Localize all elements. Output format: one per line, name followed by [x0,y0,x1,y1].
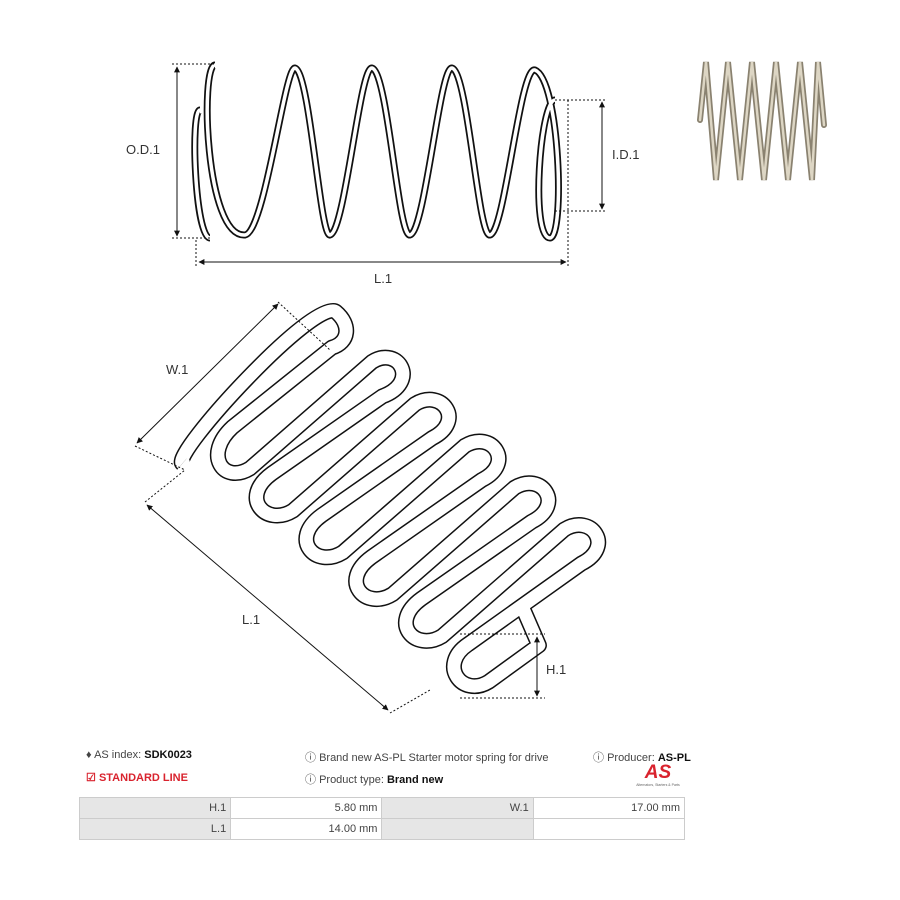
info-icon: ⓘ [305,774,316,786]
specs-table: H.1 5.80 mm W.1 17.00 mm L.1 14.00 mm [78,797,686,840]
spec-value [532,818,686,840]
as-index: ♦ AS index: SDK0023 [86,749,192,761]
table-row: H.1 5.80 mm W.1 17.00 mm [78,797,686,819]
standard-line-label: STANDARD LINE [98,772,188,784]
dimension-lines-isometric [134,301,545,714]
spec-value: 17.00 mm [532,797,686,819]
spec-key [381,818,534,840]
length-label-iso: L.1 [242,612,261,627]
info-icon: ⓘ [305,752,316,764]
description-text: Brand new AS-PL Starter motor spring for… [319,752,549,764]
tag-icon: ♦ [86,749,92,761]
as-index-value: SDK0023 [144,749,192,761]
dimension-lines-side [172,63,606,266]
spring-photo [697,61,827,181]
product-type: ⓘ Product type: Brand new [305,771,443,787]
standard-line-badge: ☑ STANDARD LINE [86,771,188,784]
info-icon: ⓘ [593,752,604,764]
id-label: I.D.1 [612,147,640,162]
producer: ⓘ Producer: AS-PL [593,749,691,765]
description: ⓘ Brand new AS-PL Starter motor spring f… [305,749,549,765]
table-row: L.1 14.00 mm [78,818,686,840]
as-pl-logo: AS Alternators, Starters & Parts [636,762,680,788]
spring-technical-drawing [134,61,827,714]
spec-key: W.1 [381,797,534,819]
product-type-value: Brand new [386,774,444,786]
producer-label: Producer: [607,752,655,764]
producer-value: AS-PL [657,752,691,764]
spring-side-view [191,61,562,242]
spec-key: L.1 [78,818,232,840]
height-label: H.1 [546,662,567,677]
spec-key: H.1 [78,797,232,819]
length-label-side: L.1 [374,271,393,286]
od-label: O.D.1 [126,142,160,157]
checkbox-icon: ☑ [86,772,96,784]
spec-value: 14.00 mm [230,818,383,840]
as-index-label: AS index: [94,749,142,761]
product-type-label: Product type: [319,774,384,786]
width-label: W.1 [166,362,189,377]
spec-value: 5.80 mm [230,797,383,819]
spring-isometric-view [173,302,607,695]
